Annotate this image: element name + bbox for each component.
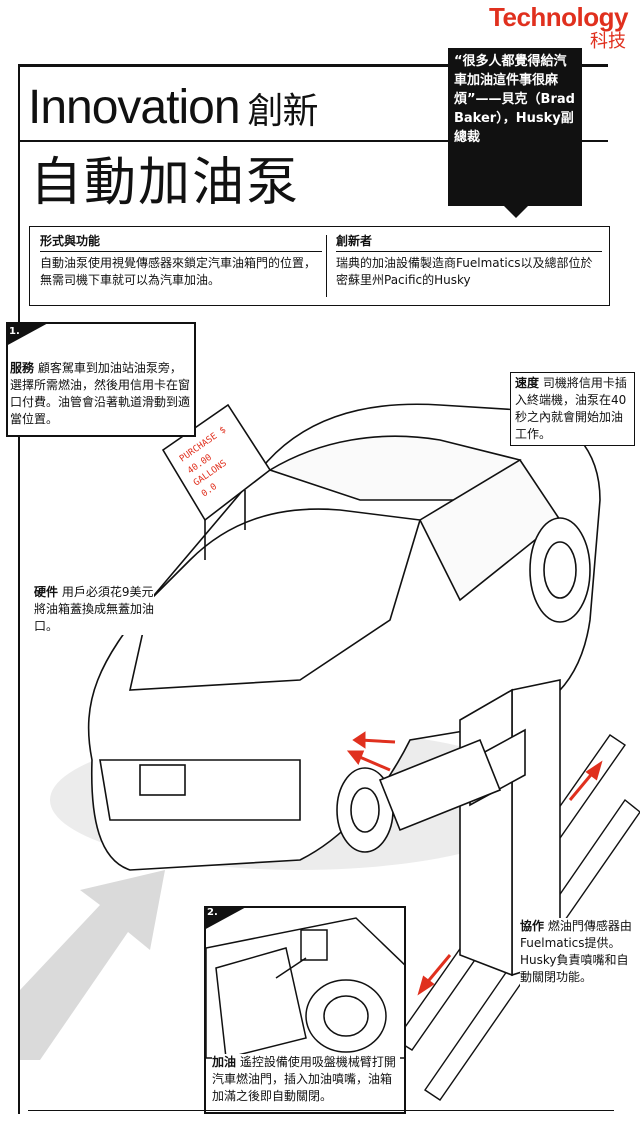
speed-label: 速度 [515,376,540,390]
headline-zh: 創新 [247,91,319,132]
speed-callout: 速度 司機將信用卡插入終端機，油泵在40秒之內就會開始加油工作。 [510,372,635,446]
fuel-label: 加油 [212,1055,237,1069]
service-text: 服務 顧客駕車到加油站油泵旁，選擇所需燃油，然後用信用卡在窗口付費。油管會沿著軌… [10,360,190,428]
section-label-zh: 科技 [590,31,626,52]
car [87,403,601,871]
step-number-2: 2. [207,907,218,918]
section-label-en: Technology [489,2,628,32]
fuel-inset: 2. 加油 遙控設備使用吸盤機械臂打開汽車燃油門，插入加油噴嘴，油箱加滿之後即自… [204,906,406,1114]
coop-callout: 協作 燃油門傳感器由Fuelmatics提供。Husky負責噴嘴和自動關閉功能。 [520,918,638,986]
service-label: 服務 [10,361,35,375]
creator-text: 瑞典的加油設備製造商Fuelmatics以及總部位於密蘇里州Pacific的Hu… [336,256,593,287]
creator-underline [336,251,602,252]
service-callout: 1. 服務 顧客駕車到加油站油泵旁，選擇所需燃油，然後用信用卡在窗口付費。油管會… [6,322,196,437]
bottom-rule [28,1110,614,1111]
form-heading: 形式與功能 [40,234,101,248]
step-badge-1: 1. [6,322,50,346]
hardware-desc: 用戶必須花9美元將油箱蓋換成無蓋加油口。 [34,585,155,633]
approach-arrow [20,870,165,1060]
quote-box: “很多人都覺得給汽車加油這件事很麻煩”——貝克（Brad Baker），Husk… [448,48,582,206]
fuel-inset-illustration [206,917,404,1059]
info-divider [326,235,327,297]
top-rule [18,64,608,67]
info-box: 形式與功能 自動油泵使用視覺傳感器來鎖定汽車油箱門的位置，無需司機下車就可以為汽… [29,226,610,306]
quote-pointer [504,206,528,218]
creator-heading: 創新者 [336,234,373,248]
speed-desc: 司機將信用卡插入終端機，油泵在40秒之內就會開始加油工作。 [515,376,627,441]
service-desc: 顧客駕車到加油站油泵旁，選擇所需燃油，然後用信用卡在窗口付費。油管會沿著軌道滑動… [10,361,191,426]
left-frame-line [18,64,20,1114]
headline-rule [18,140,608,142]
nozzle-arrows [346,731,396,772]
slide-arrows [417,760,603,996]
coop-desc: 燃油門傳感器由Fuelmatics提供。Husky負責噴嘴和自動關閉功能。 [520,919,632,984]
fuel-desc: 遙控設備使用吸盤機械臂打開汽車燃油門，插入加油噴嘴，油箱加滿之後即自動關閉。 [212,1055,396,1103]
hardware-callout: 硬件 用戶必須花9美元將油箱蓋換成無蓋加油口。 [34,584,154,635]
hardware-label: 硬件 [34,585,59,599]
page-title: 自動加油泵 [30,153,301,213]
form-text: 自動油泵使用視覺傳感器來鎖定汽車油箱門的位置，無需司機下車就可以為汽車加油。 [40,256,317,287]
step-number-1: 1. [9,326,20,337]
fuel-text: 加油 遙控設備使用吸盤機械臂打開汽車燃油門，插入加油噴嘴，油箱加滿之後即自動關閉… [212,1054,400,1105]
headline-en: Innovation [28,81,241,134]
coop-label: 協作 [520,919,545,933]
form-underline [40,251,322,252]
